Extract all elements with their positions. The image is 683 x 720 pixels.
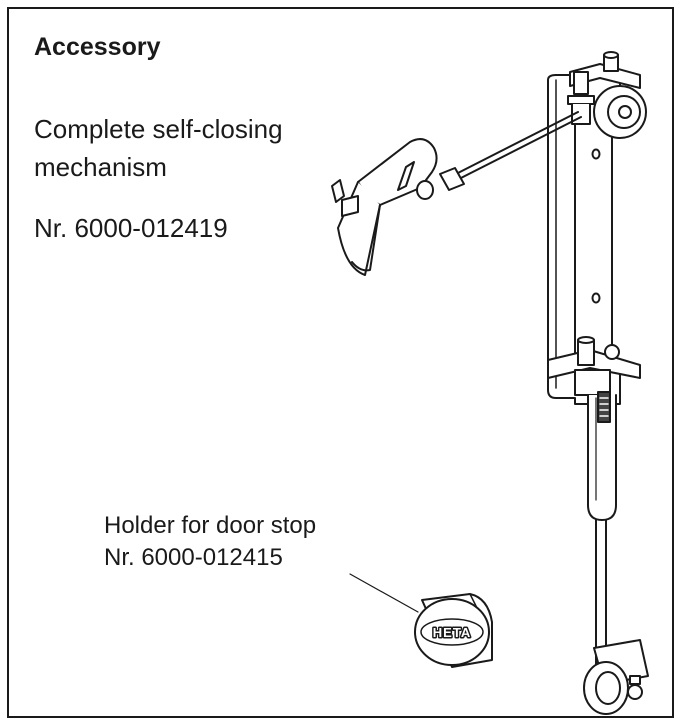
door-stop-holder-part-number: Nr. 6000-012415 xyxy=(104,544,283,571)
mechanism-part-number: Nr. 6000-012419 xyxy=(34,213,228,243)
heta-logo: HETA xyxy=(433,625,471,640)
door-stop-holder-label: Holder for door stop xyxy=(104,512,317,539)
mechanism-description: Complete self-closing mechanism xyxy=(34,114,283,182)
leader-line xyxy=(349,573,419,613)
accessory-panel xyxy=(7,7,674,718)
bottom-pulley xyxy=(583,639,649,715)
lower-clamp xyxy=(547,336,641,396)
cable-clamp xyxy=(439,167,465,191)
door-stop-holder-icon: HETA xyxy=(414,593,493,668)
gas-spring xyxy=(587,391,617,681)
cable xyxy=(451,111,582,182)
door-bracket xyxy=(331,138,438,276)
accessory-heading: Accessory xyxy=(34,33,161,61)
door-stop-holder-caption: Holder for door stop Nr. 6000-012415 xyxy=(104,510,316,574)
